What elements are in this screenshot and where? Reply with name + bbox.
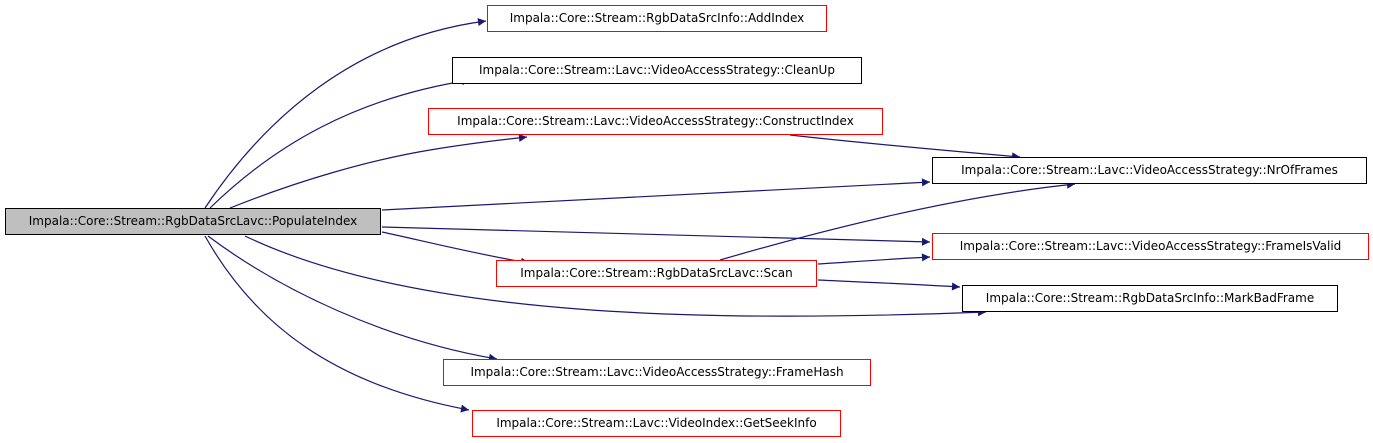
node-add-index[interactable]: Impala::Core::Stream::RgbDataSrcInfo::Ad… xyxy=(487,5,827,32)
edge-scan-to-nrofframes xyxy=(719,180,1076,261)
node-frame-hash[interactable]: Impala::Core::Stream::Lavc::VideoAccessS… xyxy=(443,359,871,386)
edge-populate-to-seekinfo xyxy=(204,235,470,413)
edge-scan-to-framevalid xyxy=(817,253,931,265)
node-clean-up[interactable]: Impala::Core::Stream::Lavc::VideoAccessS… xyxy=(452,57,862,84)
node-scan[interactable]: Impala::Core::Stream::RgbDataSrcLavc::Sc… xyxy=(496,260,817,287)
edge-populate-to-construct xyxy=(229,133,528,209)
node-mark-bad-frame[interactable]: Impala::Core::Stream::RgbDataSrcInfo::Ma… xyxy=(962,285,1338,312)
edge-populate-to-scan xyxy=(381,231,530,266)
edge-populate-to-markbad xyxy=(244,235,987,317)
edge-populate-to-nrofframes xyxy=(381,178,931,211)
node-get-seek-info[interactable]: Impala::Core::Stream::Lavc::VideoIndex::… xyxy=(472,410,841,437)
edge-populate-to-framevalid xyxy=(381,226,931,246)
edge-populate-to-addindex xyxy=(204,18,487,209)
edge-scan-to-markbad xyxy=(817,279,961,291)
edge-populate-to-framehash xyxy=(207,235,498,362)
node-construct-index[interactable]: Impala::Core::Stream::Lavc::VideoAccessS… xyxy=(428,108,883,135)
node-nr-of-frames[interactable]: Impala::Core::Stream::Lavc::VideoAccessS… xyxy=(932,157,1367,184)
edge-populate-to-cleanup xyxy=(209,77,471,209)
edge-construct-to-nrofframes xyxy=(789,134,1021,161)
node-populate-index[interactable]: Impala::Core::Stream::RgbDataSrcLavc::Po… xyxy=(5,208,381,235)
node-frame-is-valid[interactable]: Impala::Core::Stream::Lavc::VideoAccessS… xyxy=(932,233,1369,260)
